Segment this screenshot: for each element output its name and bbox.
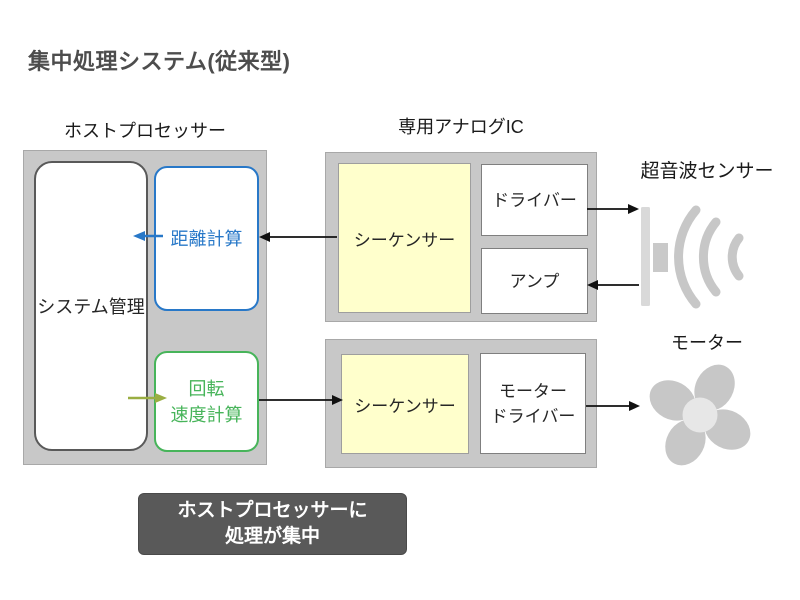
motor-driver-label: モーター ドライバー — [490, 381, 576, 426]
ultrasonic-sensor-label: 超音波センサー — [640, 161, 774, 182]
system-management-label: システム管理 — [37, 297, 145, 317]
callout-box: ホストプロセッサーに 処理が集中 — [138, 493, 407, 555]
motor-driver-box: モーター ドライバー — [480, 353, 586, 454]
rotation-calc-box: 回転 速度計算 — [154, 351, 259, 452]
system-management-box: システム管理 — [34, 161, 148, 451]
callout-text: ホストプロセッサーに 処理が集中 — [177, 500, 368, 547]
sequencer-sensor-box: シーケンサー — [338, 163, 471, 313]
diagram-title: 集中処理システム(従来型) — [28, 49, 291, 74]
motor-label: モーター — [671, 333, 743, 353]
fan-hub — [682, 397, 718, 433]
rotation-calc-label: 回転 速度計算 — [170, 378, 243, 425]
motor-analog-ic-box: シーケンサー モーター ドライバー — [325, 339, 597, 468]
sensor-element — [653, 243, 668, 272]
sensor-bar — [641, 207, 650, 306]
analog-ic-label: 専用アナログIC — [398, 117, 524, 137]
sound-waves — [674, 205, 744, 309]
distance-calc-box: 距離計算 — [154, 166, 259, 311]
ultrasonic-sensor-icon — [641, 205, 744, 309]
fan-icon — [649, 364, 751, 466]
sequencer-motor-label: シーケンサー — [354, 396, 456, 416]
distance-calc-label: 距離計算 — [170, 228, 243, 249]
host-processor-box: システム管理 距離計算 回転 速度計算 — [23, 150, 267, 465]
driver-label: ドライバー — [492, 190, 577, 210]
driver-box: ドライバー — [481, 164, 588, 236]
amp-box: アンプ — [481, 248, 588, 314]
amp-label: アンプ — [509, 271, 560, 291]
fan-blades — [649, 364, 751, 466]
sensor-analog-ic-box: シーケンサー ドライバー アンプ — [325, 152, 597, 322]
sequencer-sensor-label: シーケンサー — [353, 230, 456, 250]
sequencer-motor-box: シーケンサー — [341, 354, 469, 454]
host-processor-label: ホストプロセッサー — [64, 121, 226, 141]
